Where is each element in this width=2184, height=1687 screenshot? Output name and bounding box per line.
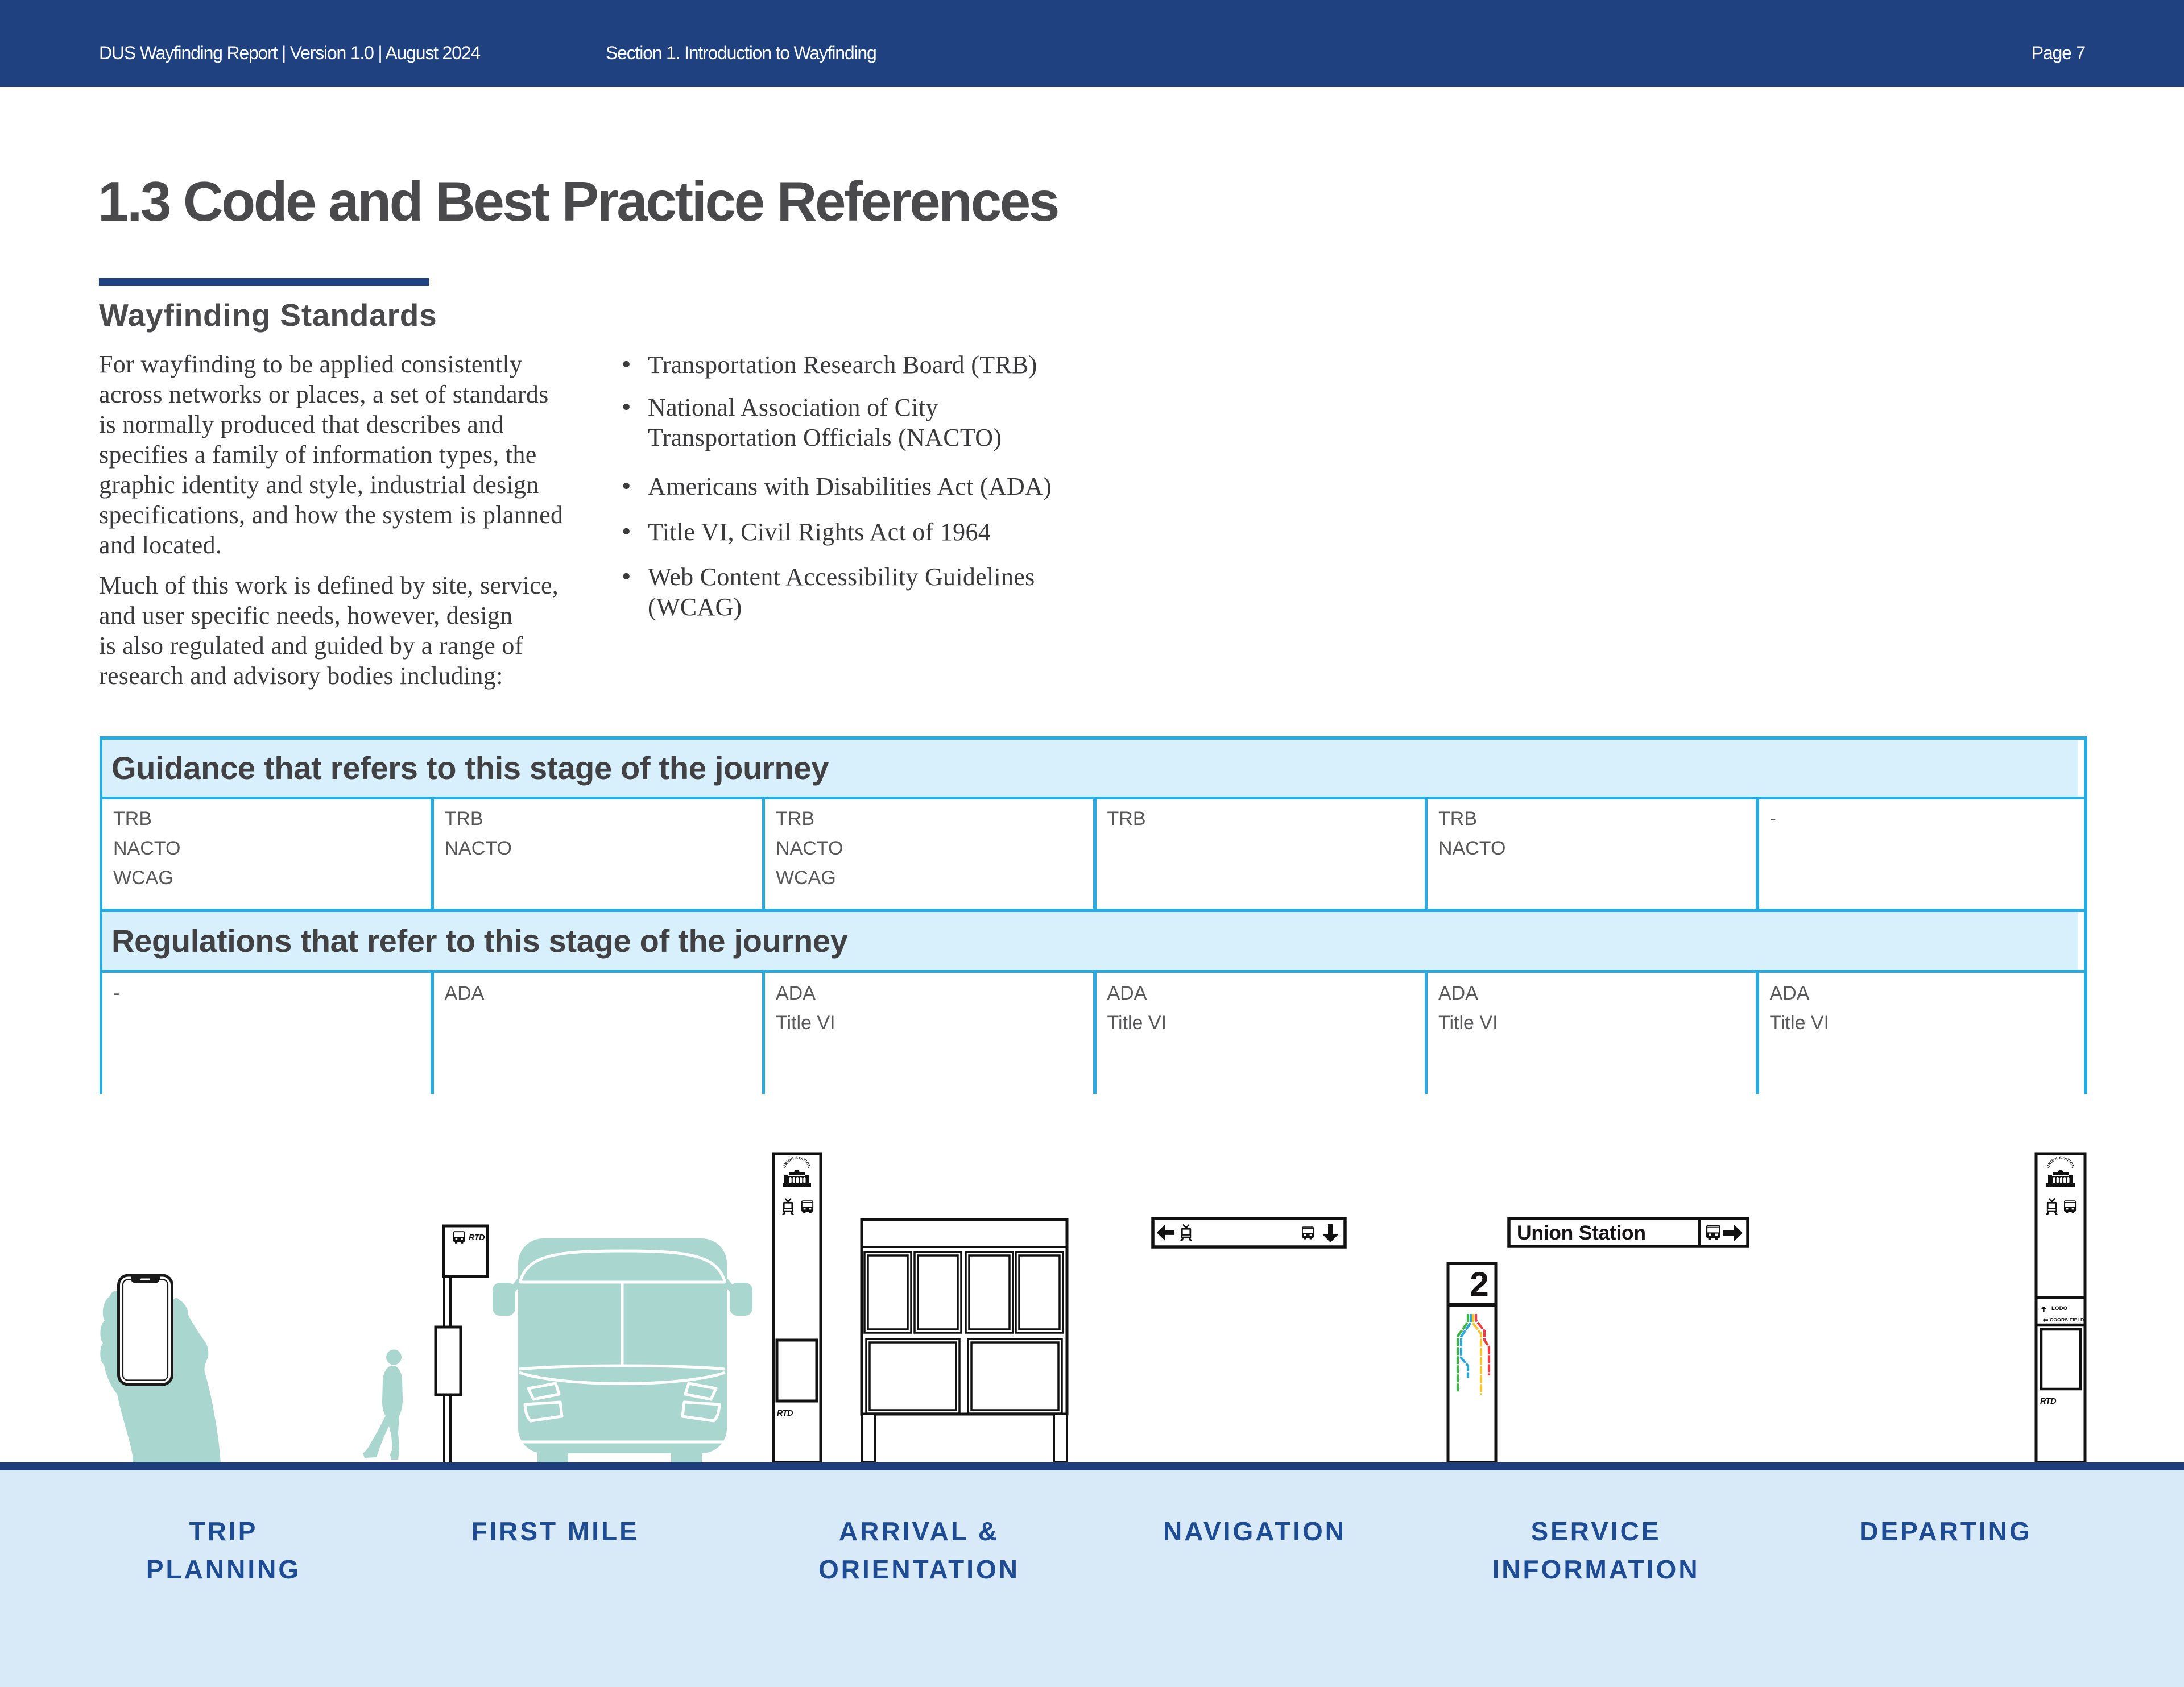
- svg-text:RTD: RTD: [469, 1233, 485, 1242]
- svg-text:LODO: LODO: [2051, 1305, 2067, 1312]
- svg-text:COORS FIELD: COORS FIELD: [2050, 1317, 2084, 1323]
- svg-text:2: 2: [1470, 1265, 1488, 1303]
- svg-text:RTD: RTD: [777, 1409, 793, 1418]
- svg-text:Union Station: Union Station: [1517, 1221, 1646, 1244]
- svg-text:RTD: RTD: [2040, 1397, 2057, 1406]
